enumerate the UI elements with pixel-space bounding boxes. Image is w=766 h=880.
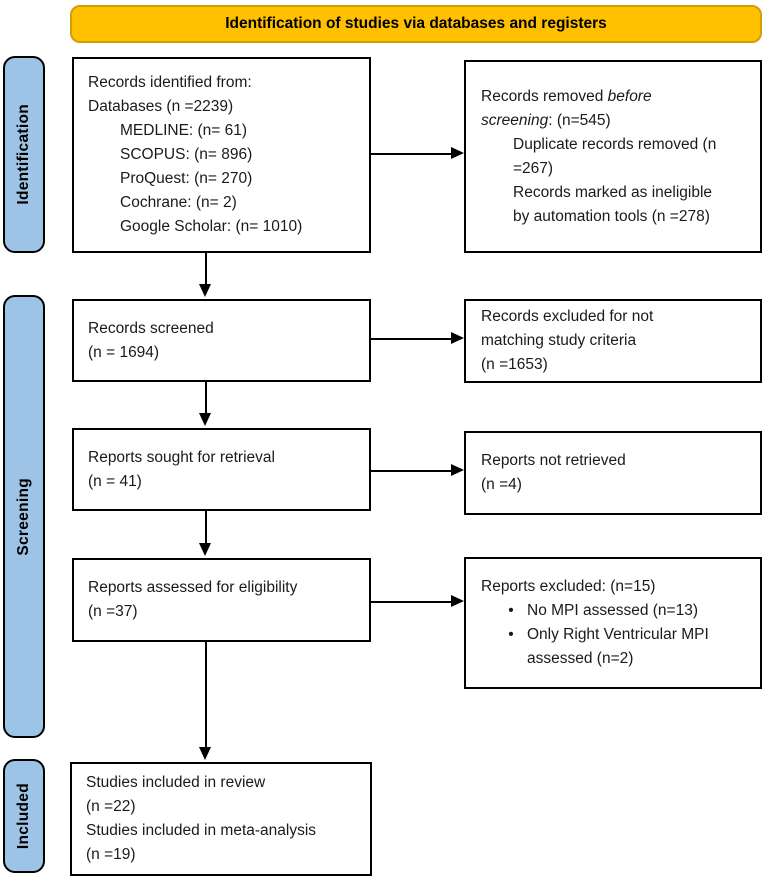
arrowhead-down-icon xyxy=(199,747,211,760)
arrowhead-right-icon xyxy=(451,332,464,344)
stage-included-label: Included xyxy=(15,782,32,850)
bullet-item: • Only Right Ventricular MPI assessed (n… xyxy=(495,623,752,671)
banner: Identification of studies via databases … xyxy=(70,5,762,43)
arrow-assessed-to-included xyxy=(205,642,207,747)
text-line: Reports not retrieved xyxy=(481,452,626,469)
text-line: (n = 41) xyxy=(88,472,142,490)
text-line: (n =22) xyxy=(86,798,136,815)
text-line: screening: (n=545) xyxy=(481,109,752,133)
stage-screening-label: Screening xyxy=(15,477,32,556)
arrowhead-down-icon xyxy=(199,284,211,297)
box-records-screened: Records screened (n = 1694) xyxy=(72,299,371,382)
text-line: Studies included in meta-analysis xyxy=(86,822,317,839)
bullet-item: • No MPI assessed (n=13) xyxy=(495,599,752,623)
text-line: Records marked as ineligible xyxy=(513,183,713,201)
text-line: Reports excluded: (n=15) xyxy=(481,578,656,595)
text-line: matching study criteria xyxy=(481,332,637,349)
text-line: Cochrane: (n= 2) xyxy=(120,194,237,211)
box-records-excluded: Records excluded for not matching study … xyxy=(464,299,762,383)
text-line: (n =19) xyxy=(86,846,136,863)
text-line: No MPI assessed (n=13) xyxy=(527,602,699,619)
text-segment: Records removed xyxy=(481,87,608,105)
box-reports-sought: Reports sought for retrieval (n = 41) xyxy=(72,428,371,511)
box-studies-included: Studies included in review (n =22) Studi… xyxy=(70,762,372,876)
stage-identification: Identification xyxy=(3,56,45,253)
text-line: by automation tools (n =278) xyxy=(513,207,710,225)
stage-identification-label: Identification xyxy=(15,104,32,205)
arrowhead-down-icon xyxy=(199,413,211,426)
arrow-sought-to-not-retrieved xyxy=(371,470,451,472)
arrow-screened-to-sought xyxy=(205,382,207,413)
arrow-screened-to-excluded xyxy=(371,338,451,340)
arrowhead-right-icon xyxy=(451,147,464,159)
text-line: Only Right Ventricular MPI xyxy=(527,626,709,643)
arrow-assessed-to-excluded xyxy=(371,601,451,603)
text-line: Reports sought for retrieval xyxy=(88,448,275,466)
arrow-sought-to-assessed xyxy=(205,511,207,543)
text-line: (n =4) xyxy=(481,476,522,493)
box-records-identified: Records identified from: Databases (n =2… xyxy=(72,57,371,253)
text-line: Records removed before xyxy=(481,85,752,109)
arrowhead-right-icon xyxy=(451,464,464,476)
text-line: Databases (n =2239) xyxy=(88,98,234,115)
text-line: Records screened xyxy=(88,319,214,337)
box-records-removed: Records removed before screening: (n=545… xyxy=(464,60,762,253)
text-line: (n =37) xyxy=(88,603,138,620)
bullet-icon: • xyxy=(508,626,514,643)
text-line: =267) xyxy=(513,159,554,177)
arrowhead-down-icon xyxy=(199,543,211,556)
text-line: assessed (n=2) xyxy=(527,650,634,667)
text-line: Records excluded for not xyxy=(481,308,654,325)
text-segment-italic: before xyxy=(607,87,652,105)
banner-title: Identification of studies via databases … xyxy=(225,15,607,32)
text-line: (n =1653) xyxy=(481,356,548,373)
text-line: Duplicate records removed (n xyxy=(513,135,717,153)
box-reports-assessed: Reports assessed for eligibility (n =37) xyxy=(72,558,371,642)
text-line: Studies included in review xyxy=(86,774,266,791)
box-reports-excluded: Reports excluded: (n=15) • No MPI assess… xyxy=(464,557,762,689)
bullet-text: No MPI assessed (n=13) xyxy=(527,599,698,623)
arrow-identified-to-removed xyxy=(371,153,451,155)
text-line: SCOPUS: (n= 896) xyxy=(120,146,253,163)
text-segment: : (n=545) xyxy=(548,111,611,129)
text-line: MEDLINE: (n= 61) xyxy=(120,122,248,139)
bullet-text: Only Right Ventricular MPI assessed (n=2… xyxy=(527,623,709,671)
bullet-icon: • xyxy=(508,602,514,619)
text-line: (n = 1694) xyxy=(88,343,160,361)
text-line: Reports assessed for eligibility xyxy=(88,579,298,596)
text-segment-italic: screening xyxy=(481,111,549,129)
arrow-identified-to-screened xyxy=(205,253,207,284)
stage-screening: Screening xyxy=(3,295,45,738)
box-reports-not-retrieved: Reports not retrieved (n =4) xyxy=(464,431,762,515)
stage-included: Included xyxy=(3,759,45,873)
text-line: Records identified from: xyxy=(88,74,252,91)
text-line: ProQuest: (n= 270) xyxy=(120,170,253,187)
arrowhead-right-icon xyxy=(451,595,464,607)
text-line: Google Scholar: (n= 1010) xyxy=(120,218,303,235)
